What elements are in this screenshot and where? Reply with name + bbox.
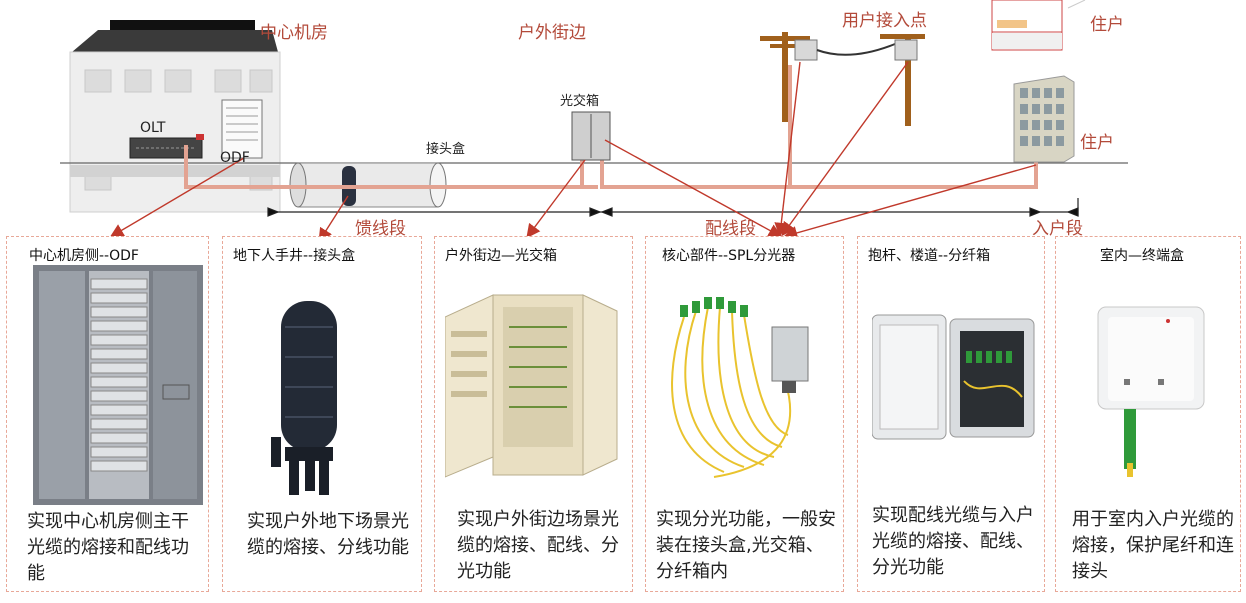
card-description: 实现分光功能，一般安装在接头盒,光交箱、分纤箱内 (656, 509, 836, 582)
card-description: 实现中心机房侧主干光缆的熔接和配线功能 (27, 511, 189, 584)
residence-top-icon (991, 0, 1063, 51)
card-description: 用于室内入户光缆的熔接，保护尾纤和连接头 (1072, 509, 1234, 582)
card-splice-closure: 地下人手井--接头盒 实现户外地下场景光缆的熔接、分线功能 (222, 236, 422, 592)
card-terminal-box: 室内—终端盒 用于室内入户光缆的熔接，保护尾纤和连接头 (1055, 236, 1241, 592)
network-diagram (60, 0, 1128, 236)
card-splitter: 核心部件--SPL分光器 实现分光功能，一般安装在接头盒,光交箱、分纤箱内 (645, 236, 844, 592)
utility-pole-icon (880, 34, 925, 126)
label-splice-closure: 接头盒 (426, 142, 466, 157)
label-cabinet: 光交箱 (560, 94, 600, 109)
card-title: 地下人手井--接头盒 (233, 248, 356, 264)
apartment-building-icon (1013, 75, 1075, 163)
label-outdoor-street: 户外街边 (518, 23, 586, 43)
terminal-box-icon (1097, 306, 1205, 477)
label-odf: ODF (220, 150, 250, 166)
label-resident-top: 住户 (1090, 15, 1124, 35)
cross-connect-cabinet-icon (445, 294, 618, 478)
olt-device-icon (129, 134, 204, 159)
label-drop-segment: 入户段 (1032, 219, 1083, 239)
distribution-box-icon (872, 314, 1035, 440)
splitter-icon (671, 297, 809, 478)
card-odf: 中心机房侧--ODF 实现中心机房侧主干光缆的熔接和配线功能 (6, 236, 209, 592)
label-resident-building: 住户 (1080, 133, 1114, 153)
card-title: 核心部件--SPL分光器 (662, 248, 796, 264)
card-title: 户外街边—光交箱 (445, 248, 557, 264)
odf-rack-icon (33, 265, 203, 505)
card-title: 中心机房侧--ODF (29, 248, 139, 264)
label-distribution-segment: 配线段 (705, 219, 756, 239)
splice-closure-icon (271, 301, 337, 495)
card-title: 抱杆、楼道--分纤箱 (868, 248, 991, 264)
label-olt: OLT (140, 120, 166, 136)
card-cabinet: 户外街边—光交箱 实现户外街边场景光缆的熔接、配线、分光功能 (434, 236, 633, 592)
odf-frame-icon (221, 99, 263, 159)
card-description: 实现户外街边场景光缆的熔接、配线、分光功能 (457, 509, 619, 582)
label-central-office: 中心机房 (260, 23, 328, 43)
card-distribution-box: 抱杆、楼道--分纤箱 实现配线光缆与入户光缆的熔接、配线、分光功能 (857, 236, 1045, 592)
card-description: 实现配线光缆与入户光缆的熔接、配线、分光功能 (872, 505, 1034, 578)
label-feeder-segment: 馈线段 (355, 219, 406, 239)
cabinet-small-icon (571, 111, 611, 161)
card-title: 室内—终端盒 (1100, 248, 1184, 264)
card-description: 实现户外地下场景光缆的熔接、分线功能 (247, 511, 409, 558)
label-user-access-point: 用户接入点 (842, 11, 927, 31)
